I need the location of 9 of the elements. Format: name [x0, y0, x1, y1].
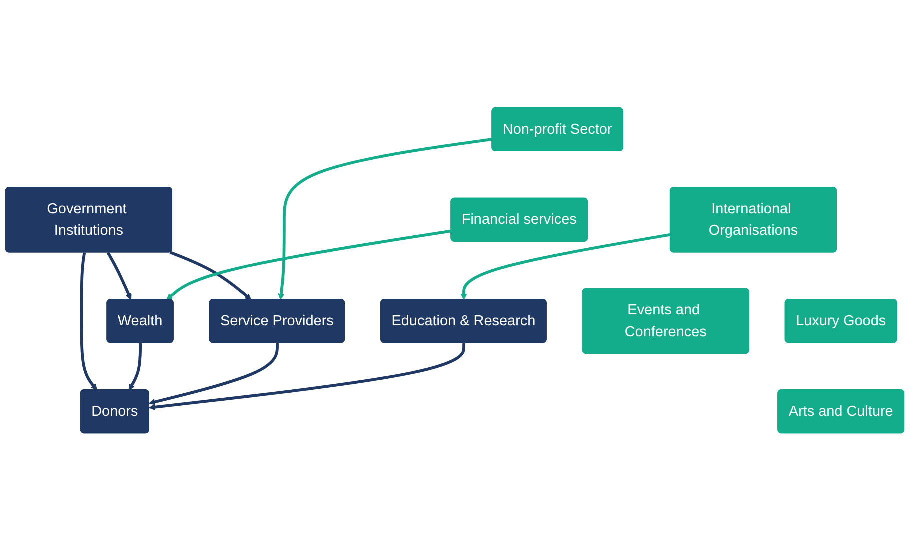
arrow [170, 252, 252, 301]
arrow [106, 252, 132, 301]
arrow [149, 344, 280, 406]
arrow [460, 234, 671, 301]
arrow [80, 253, 98, 391]
arrow [149, 344, 466, 411]
arrow [278, 138, 493, 301]
arrow [166, 230, 452, 301]
arrow [128, 344, 142, 391]
